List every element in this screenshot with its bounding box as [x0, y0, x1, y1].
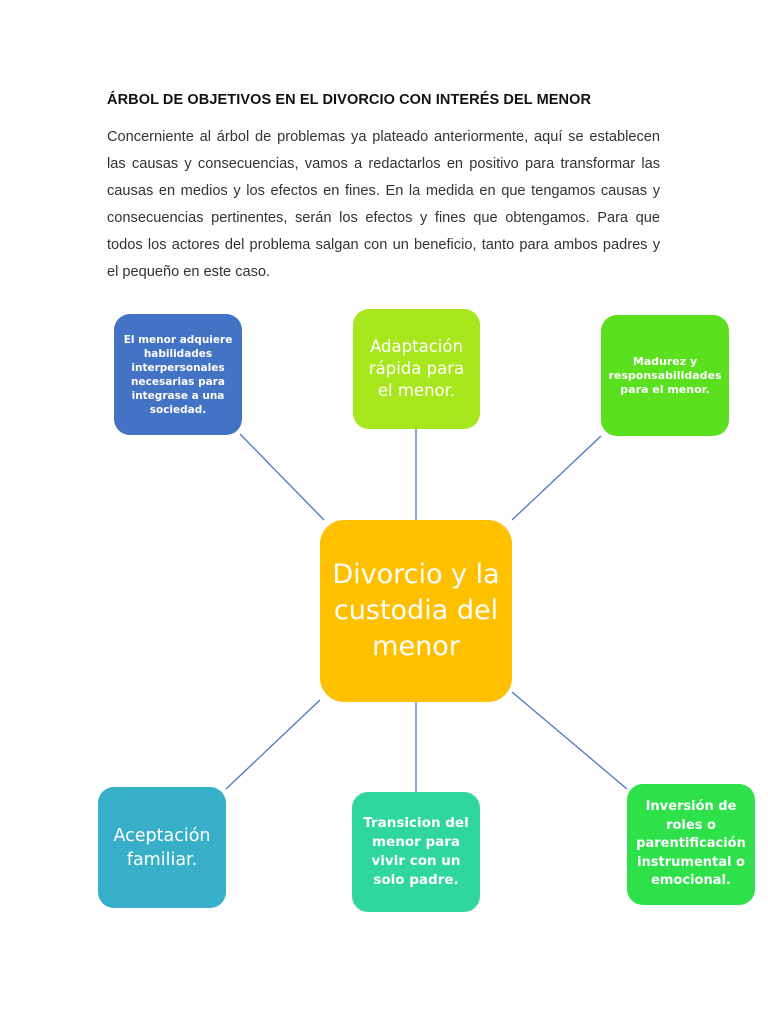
- node-top-middle: Adaptación rápida para el menor.: [353, 309, 480, 429]
- connector-bottom-right: [511, 691, 628, 790]
- node-bottom-right: Inversión de roles o parentificación ins…: [627, 784, 755, 905]
- document-title: ÁRBOL DE OBJETIVOS EN EL DIVORCIO CON IN…: [107, 92, 592, 108]
- connector-top-left: [239, 433, 325, 521]
- connector-bottom-left: [225, 699, 321, 790]
- node-bottom-left: Aceptación familiar.: [98, 787, 226, 908]
- center-node: Divorcio y la custodia del menor: [320, 520, 512, 702]
- node-top-left: El menor adquiere habilidades interperso…: [114, 314, 242, 435]
- intro-paragraph: Concerniente al árbol de problemas ya pl…: [107, 129, 660, 280]
- node-bottom-middle: Transicion del menor para vivir con un s…: [352, 792, 480, 912]
- connector-top-right: [511, 435, 602, 521]
- node-top-right: Madurez y responsabilidades para el meno…: [601, 315, 729, 436]
